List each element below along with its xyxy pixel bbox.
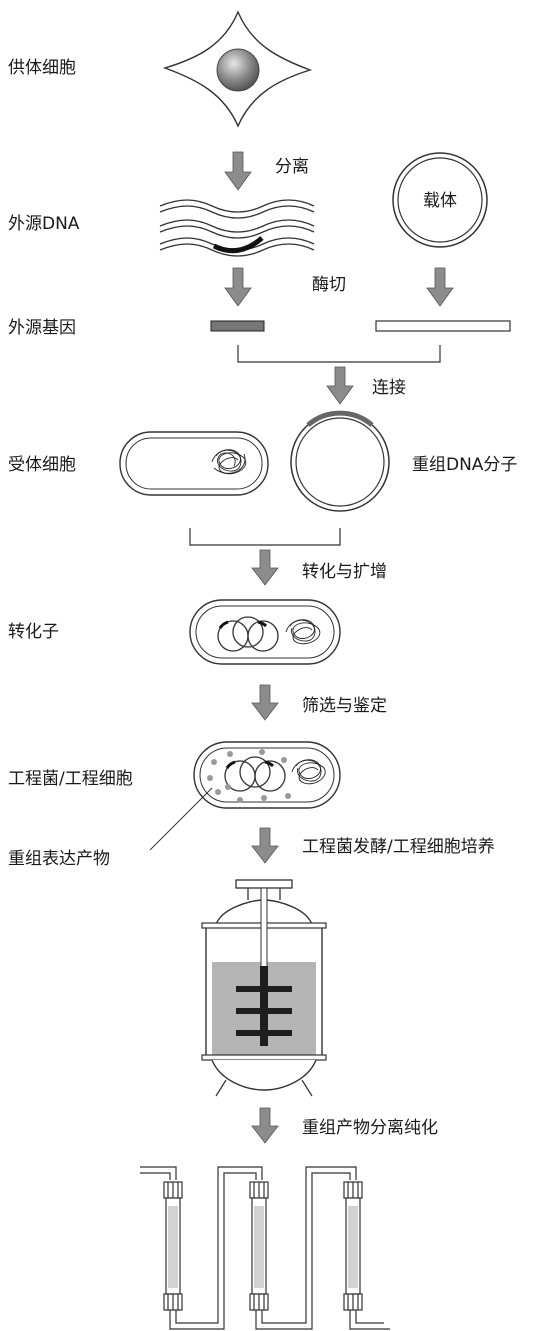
- plasmid-rings-icon: [224, 756, 286, 792]
- transformant-label: 转化子: [8, 622, 59, 642]
- foreign-gene-fragment: [210, 320, 265, 332]
- column-1: [163, 1181, 183, 1311]
- arrow-cut-vector: [426, 267, 454, 307]
- recipient-cell: [119, 431, 269, 496]
- chromosome-icon: [285, 619, 321, 645]
- screen-identify-label: 筛选与鉴定: [302, 696, 387, 716]
- recombinant-plasmid: [290, 410, 390, 512]
- column-2: [249, 1181, 269, 1311]
- impeller-icon: [236, 966, 292, 1046]
- arrow-fermentation: [251, 827, 279, 864]
- arrow-screen: [251, 684, 279, 721]
- ligation-bracket: [237, 345, 441, 363]
- recombinant-dna-label: 重组DNA分子: [412, 455, 517, 475]
- transform-amplify-label: 转化与扩增: [302, 562, 387, 582]
- chromatography-columns: [140, 1166, 390, 1330]
- fermentation-label: 工程菌发酵/工程细胞培养: [302, 837, 495, 857]
- recipient-cell-label: 受体细胞: [8, 455, 76, 475]
- column-3: [343, 1181, 363, 1311]
- bioreactor: [201, 879, 327, 1097]
- arrow-cut-dna: [224, 267, 252, 307]
- arrow-purification: [251, 1107, 279, 1144]
- engineered-cell: [193, 741, 341, 809]
- chromosome-icon: [291, 759, 326, 785]
- foreign-dna-strands: [159, 199, 315, 257]
- foreign-gene-label: 外源基因: [8, 318, 76, 338]
- ligation-label: 连接: [372, 378, 406, 398]
- product-pointer-line: [149, 787, 213, 851]
- vector-fragment: [375, 320, 511, 332]
- separation-label: 分离: [275, 157, 309, 177]
- product-dots: [207, 749, 291, 803]
- transform-bracket: [189, 528, 341, 546]
- enzyme-cut-label: 酶切: [312, 275, 346, 295]
- donor-cell-label: 供体细胞: [8, 58, 76, 78]
- vector-plasmid: [392, 152, 488, 248]
- donor-cell: [162, 10, 313, 128]
- arrow-separation: [224, 151, 252, 191]
- recombinant-product-label: 重组表达产物: [8, 849, 110, 869]
- vector-label: 载体: [423, 191, 457, 211]
- nucleus-icon: [216, 48, 260, 92]
- chromosome-icon: [211, 449, 247, 475]
- purification-label: 重组产物分离纯化: [302, 1118, 438, 1138]
- arrow-ligation: [326, 366, 354, 405]
- arrow-transform: [251, 549, 279, 586]
- engineered-cell-label: 工程菌/工程细胞: [8, 769, 133, 789]
- foreign-dna-label: 外源DNA: [8, 214, 80, 234]
- transformant-cell: [189, 599, 341, 665]
- plasmid-rings-icon: [217, 616, 279, 652]
